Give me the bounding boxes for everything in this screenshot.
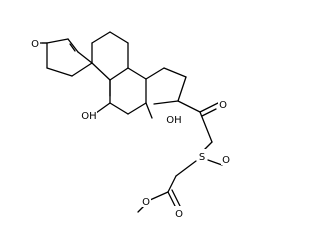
svg-text:OH: OH	[166, 115, 181, 126]
atom-label-ester-carbonyl-o: O	[174, 206, 184, 220]
atom-label-sulfoxide-s: S	[197, 149, 207, 163]
svg-text:S: S	[199, 152, 205, 163]
ring-a	[46, 38, 93, 77]
atom-label-sulfoxide-o: O	[221, 152, 231, 166]
atom-label-ketone-3: O	[30, 36, 40, 50]
atom-label-hydroxyl-17: OH	[166, 112, 182, 126]
svg-text:O: O	[219, 100, 227, 111]
svg-text:O: O	[175, 209, 183, 220]
substituents	[39, 42, 223, 213]
molecule-diagram: O OH OH O S O O O	[30, 31, 231, 220]
svg-text:O: O	[142, 197, 150, 208]
ring-b	[91, 31, 129, 81]
atom-label-ester-ether-o: O	[141, 194, 151, 208]
ring-d	[145, 67, 187, 105]
atom-label-hydroxyl-11: OH	[81, 108, 97, 122]
atom-label-side-chain-ketone: O	[218, 97, 228, 111]
ring-c	[109, 67, 147, 115]
svg-text:O: O	[222, 155, 230, 166]
svg-text:O: O	[31, 39, 39, 50]
structure-svg: O OH OH O S O O O	[30, 31, 231, 220]
svg-text:OH: OH	[81, 111, 96, 122]
